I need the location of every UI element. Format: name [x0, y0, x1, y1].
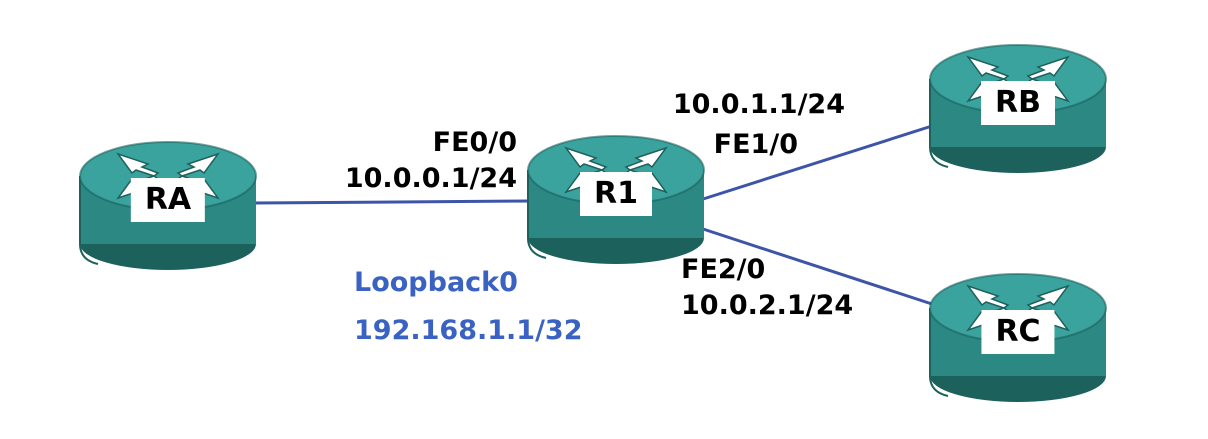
loopback-address-label: 192.168.1.1/32	[354, 315, 583, 346]
router-rb-label: RB	[981, 81, 1055, 125]
router-ra[interactable]: RA	[78, 140, 258, 270]
r1-fe1-interface-label: FE1/0	[713, 129, 798, 160]
router-rb[interactable]: RB	[928, 43, 1108, 173]
router-rc-label: RC	[981, 310, 1055, 354]
router-r1[interactable]: R1	[526, 134, 706, 264]
link-r1-rc	[699, 226, 936, 307]
loopback-name-label: Loopback0	[354, 267, 518, 298]
r1-fe1-address-label: 10.0.1.1/24	[672, 89, 845, 120]
link-ra-r1	[254, 199, 533, 205]
link-r1-rb	[699, 124, 933, 202]
r1-fe2-interface-label: FE2/0	[681, 254, 766, 285]
router-r1-label: R1	[580, 172, 652, 216]
router-icon	[79, 141, 257, 270]
r1-fe0-interface-label: FE0/0	[432, 127, 517, 158]
router-ra-label: RA	[130, 178, 206, 222]
r1-fe0-address-label: 10.0.0.1/24	[344, 163, 517, 194]
r1-fe2-address-label: 10.0.2.1/24	[681, 290, 854, 321]
router-rc[interactable]: RC	[928, 272, 1108, 402]
